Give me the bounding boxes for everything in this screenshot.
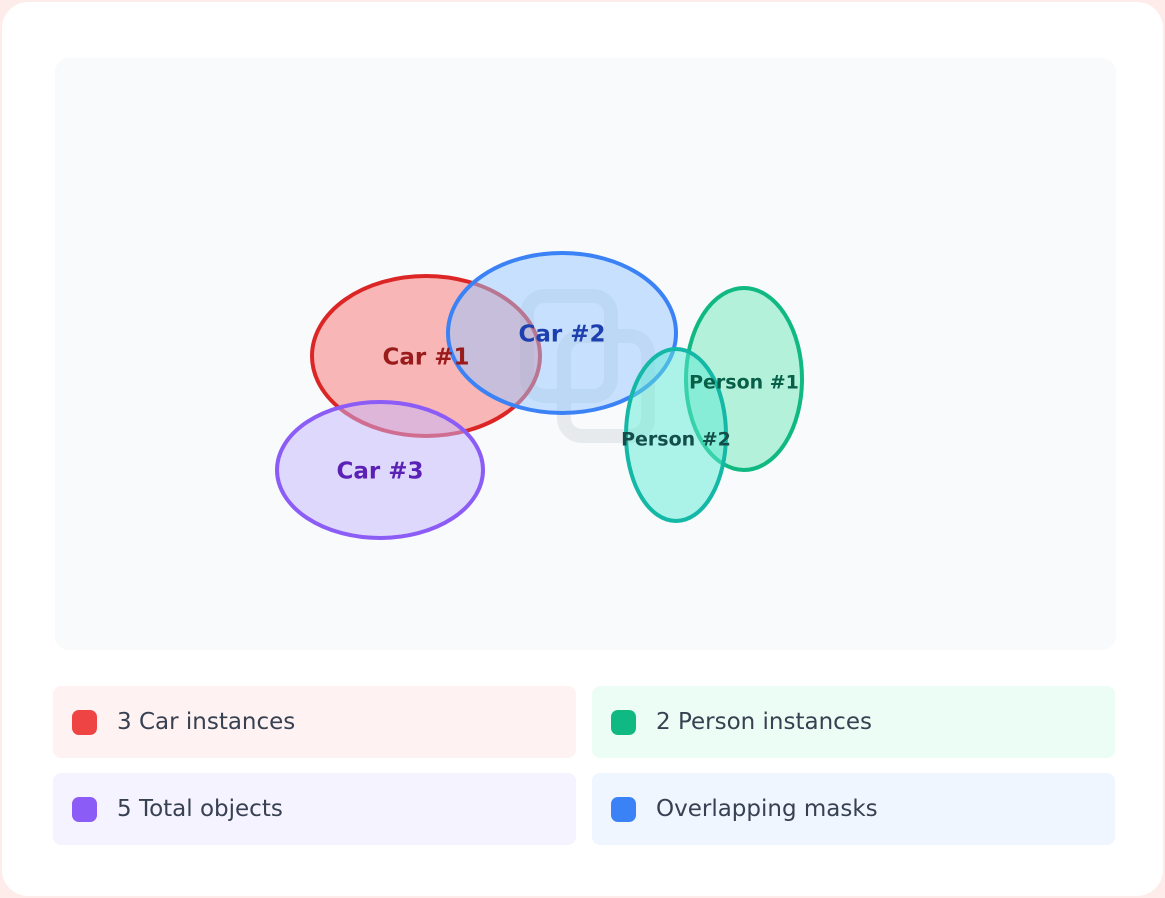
mask-label-car-1: Car #1 — [382, 345, 469, 371]
legend-item-person: 2 Person instances — [592, 686, 1115, 758]
mask-car-2-shape — [446, 251, 678, 415]
mask-car-2[interactable] — [446, 251, 678, 415]
legend-item-total: 5 Total objects — [53, 773, 576, 845]
mask-label-car-2: Car #2 — [518, 322, 605, 348]
legend-item-overlap: Overlapping masks — [592, 773, 1115, 845]
mask-car-3[interactable] — [275, 400, 485, 540]
mask-label-person-1: Person #1 — [689, 372, 799, 394]
mask-diagram: Car #1 Car #2 Car #3 Person #1 Person #2 — [275, 251, 804, 540]
mask-label-person-2: Person #2 — [621, 429, 731, 451]
legend-item-car: 3 Car instances — [53, 686, 576, 758]
mask-person-2[interactable] — [624, 347, 728, 523]
person-color-swatch — [611, 710, 636, 735]
mask-car-3-shape — [275, 400, 485, 540]
legend-label-person: 2 Person instances — [656, 709, 872, 735]
legend-label-car: 3 Car instances — [117, 709, 296, 735]
segmentation-canvas: Car #1 Car #2 Car #3 Person #1 Person #2 — [55, 58, 1116, 650]
total-color-swatch — [72, 797, 97, 822]
mask-person-2-shape — [624, 347, 728, 523]
overlap-color-swatch — [611, 797, 636, 822]
legend-label-overlap: Overlapping masks — [656, 796, 878, 822]
car-color-swatch — [72, 710, 97, 735]
legend-label-total: 5 Total objects — [117, 796, 283, 822]
mask-label-car-3: Car #3 — [336, 459, 423, 485]
